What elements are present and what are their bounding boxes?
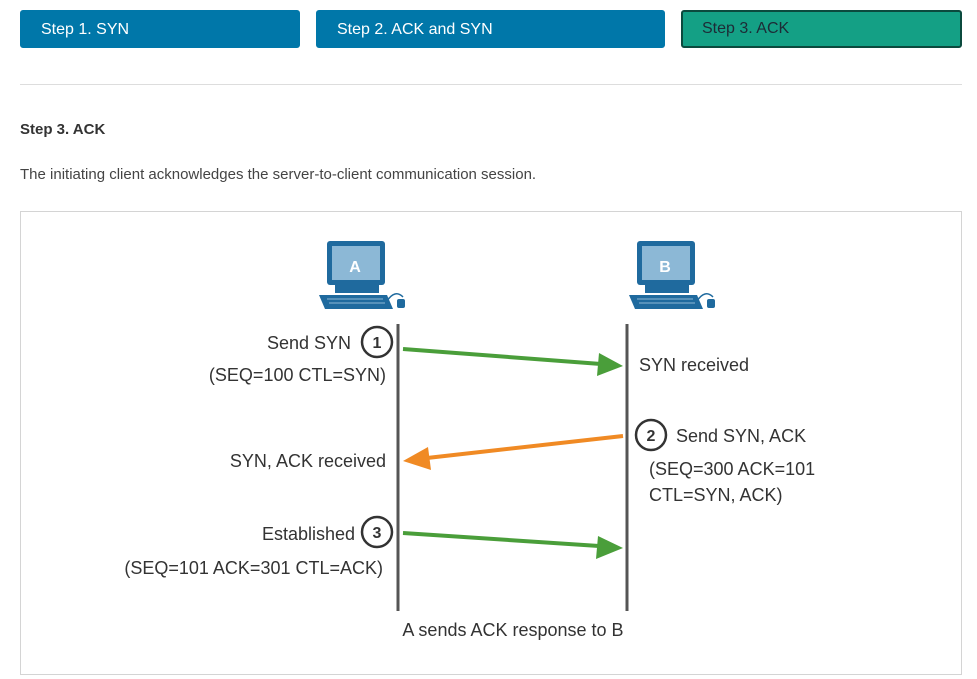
arrow-left-icon bbox=[426, 434, 624, 460]
arrow-right-icon bbox=[402, 531, 600, 548]
arrow-right-head bbox=[596, 536, 623, 559]
host-a-label: A bbox=[349, 259, 361, 276]
step3-badge bbox=[360, 515, 394, 549]
arrow-left-head bbox=[403, 447, 431, 470]
computer-icon bbox=[319, 241, 405, 309]
step1-number: 1 bbox=[373, 335, 382, 352]
step3-label: Established bbox=[262, 524, 355, 544]
divider bbox=[20, 84, 962, 85]
syn-received-label: SYN received bbox=[639, 355, 749, 375]
section-description: The initiating client acknowledges the s… bbox=[20, 166, 537, 183]
step1-detail: (SEQ=100 CTL=SYN) bbox=[209, 365, 386, 385]
step1-badge bbox=[360, 325, 394, 359]
syn-ack-received-label: SYN, ACK received bbox=[230, 451, 386, 471]
tab-step-3[interactable]: Step 3. ACK bbox=[681, 10, 962, 48]
step3-detail: (SEQ=101 ACK=301 CTL=ACK) bbox=[124, 558, 383, 578]
tab-step-1[interactable]: Step 1. SYN bbox=[20, 10, 300, 48]
diagram-caption: A sends ACK response to B bbox=[402, 620, 623, 640]
step3-number: 3 bbox=[373, 525, 382, 542]
arrow-right-head bbox=[597, 353, 623, 376]
computer-icon bbox=[629, 241, 715, 309]
step2-badge bbox=[634, 418, 668, 452]
step2-detail-line2: CTL=SYN, ACK) bbox=[649, 485, 783, 505]
section-title: Step 3. ACK bbox=[20, 121, 106, 138]
step2-label: Send SYN, ACK bbox=[676, 426, 806, 446]
step1-label: Send SYN bbox=[267, 333, 351, 353]
arrow-right-icon bbox=[402, 347, 602, 366]
step2-number: 2 bbox=[647, 428, 656, 445]
tcp-handshake-diagram: A B Send SYN 1 (SEQ=100 CTL=SYN) SYN rec… bbox=[20, 211, 962, 675]
host-b-label: B bbox=[659, 259, 671, 276]
step2-detail-line1: (SEQ=300 ACK=101 bbox=[649, 459, 815, 479]
tab-step-2[interactable]: Step 2. ACK and SYN bbox=[316, 10, 665, 48]
